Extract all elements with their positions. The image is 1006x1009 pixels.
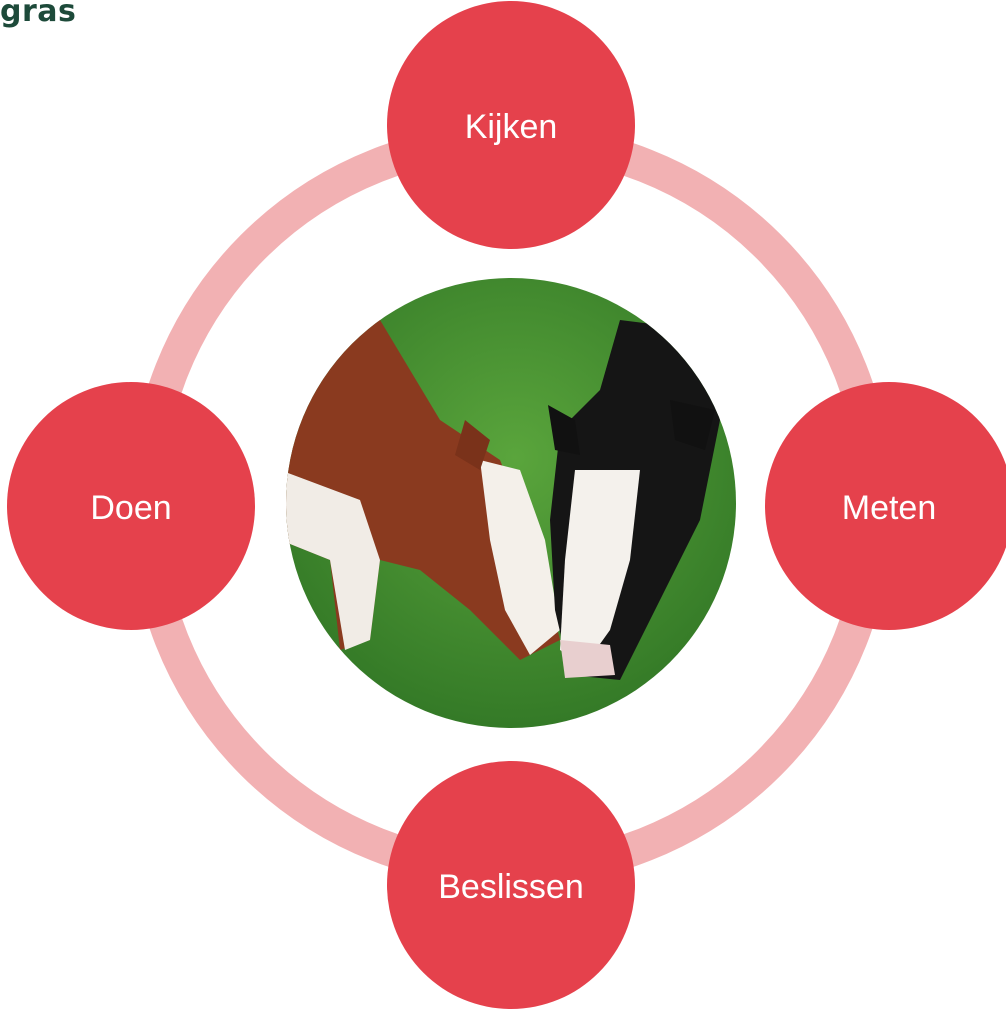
node-kijken-label: Kijken	[465, 108, 558, 146]
brown-cow-shape	[286, 320, 560, 660]
cows-grazing-photo	[286, 278, 736, 728]
node-beslissen-label: Beslissen	[438, 868, 584, 906]
node-meten: Meten	[765, 382, 1006, 630]
node-doen: Doen	[7, 382, 255, 630]
page-heading: gras	[0, 0, 77, 29]
black-cow-shape	[548, 320, 720, 680]
node-kijken: Kijken	[387, 1, 635, 249]
node-meten-label: Meten	[842, 489, 937, 527]
node-doen-label: Doen	[90, 489, 171, 527]
node-beslissen: Beslissen	[387, 761, 635, 1009]
